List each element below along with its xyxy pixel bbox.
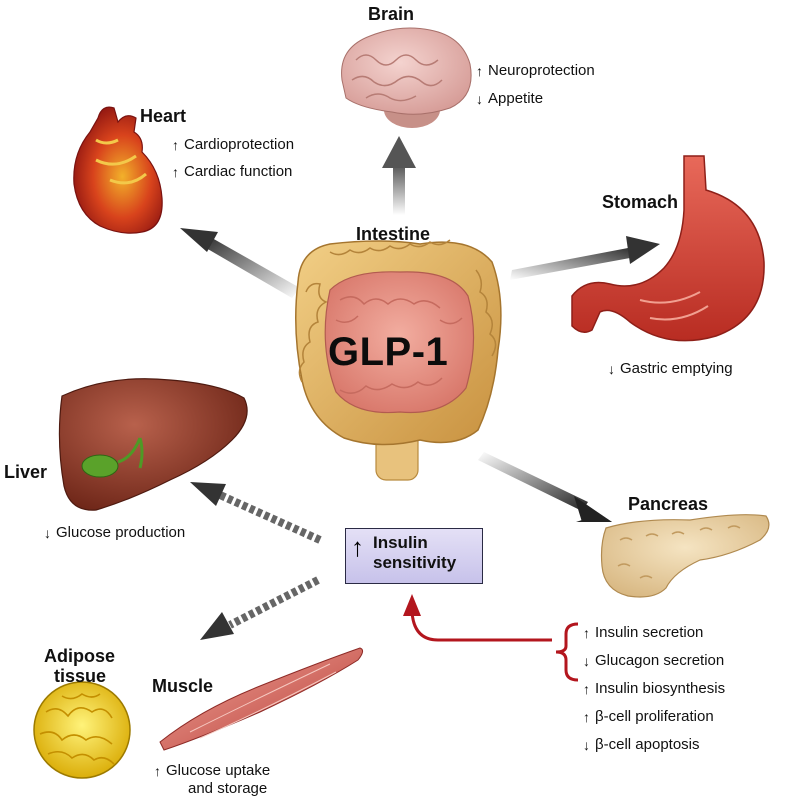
liver-illustration xyxy=(58,378,248,511)
muscle-effect-line2: and storage xyxy=(188,780,268,797)
pancreas-effect-text: β-cell apoptosis xyxy=(595,736,700,753)
muscle-effect-line1: ↑ Glucose uptake xyxy=(154,762,270,779)
stomach-effect-text: Gastric emptying xyxy=(620,360,733,377)
adipose-illustration xyxy=(33,681,131,779)
arrow-to-liver xyxy=(190,482,322,544)
insulin-sensitivity-line1: Insulin xyxy=(373,533,428,552)
intestine-title: Intestine xyxy=(356,224,431,244)
adipose-title-line1: Adipose xyxy=(44,646,116,666)
stomach-title: Stomach xyxy=(602,192,679,212)
brain-effect-text: Neuroprotection xyxy=(488,62,595,79)
heart-title: Heart xyxy=(140,106,187,126)
up-arrow-icon: ↑ xyxy=(172,163,179,180)
pancreas-effect-1: ↑ Insulin secretion xyxy=(583,624,703,641)
arrow-to-heart xyxy=(180,228,300,298)
up-arrow-icon: ↑ xyxy=(476,62,483,79)
pancreas-effect-3: ↑ Insulin biosynthesis xyxy=(583,680,725,697)
down-arrow-icon: ↓ xyxy=(608,360,615,377)
brain-effect-2: ↓ Appetite xyxy=(476,90,543,107)
adipose-title-line2: tissue xyxy=(54,666,107,686)
brain-title: Brain xyxy=(368,4,415,24)
pancreas-effect-text: β-cell proliferation xyxy=(595,708,714,725)
heart-effect-2: ↑ Cardiac function xyxy=(172,163,292,180)
pancreas-title: Pancreas xyxy=(628,494,709,514)
insulin-sensitivity-line2: sensitivity xyxy=(373,553,457,572)
arrow-to-muscle xyxy=(200,576,320,640)
stomach-effect-1: ↓ Gastric emptying xyxy=(608,360,733,377)
arrow-to-brain xyxy=(382,136,416,215)
liver-effect-text: Glucose production xyxy=(56,524,186,541)
muscle-effect-text: Glucose uptake xyxy=(166,762,271,779)
heart-effect-1: ↑ Cardioprotection xyxy=(172,136,294,153)
arrow-to-stomach xyxy=(510,236,660,280)
heart-illustration xyxy=(73,106,163,234)
down-arrow-icon: ↓ xyxy=(44,524,51,541)
brain-effect-1: ↑ Neuroprotection xyxy=(476,62,595,79)
pancreas-effect-4: ↑ β-cell proliferation xyxy=(583,708,714,725)
muscle-title: Muscle xyxy=(152,676,214,696)
pancreas-effect-text: Insulin secretion xyxy=(595,624,704,641)
brain-illustration xyxy=(341,27,472,128)
liver-effect-1: ↓ Glucose production xyxy=(44,524,185,541)
muscle-illustration xyxy=(159,647,364,751)
insulin-sensitivity-box xyxy=(345,528,483,584)
heart-effect-text: Cardioprotection xyxy=(184,136,295,153)
intestine-illustration xyxy=(295,239,502,481)
up-arrow-icon: ↑ xyxy=(583,680,590,697)
up-arrow-icon: ↑ xyxy=(154,762,161,779)
glp1-label: GLP-1 xyxy=(328,330,449,374)
pancreas-effect-5: ↓ β-cell apoptosis xyxy=(583,736,700,753)
heart-effect-text: Cardiac function xyxy=(184,163,293,180)
up-arrow-icon: ↑ xyxy=(172,136,179,153)
down-arrow-icon: ↓ xyxy=(476,90,483,107)
pancreas-effect-text: Insulin biosynthesis xyxy=(595,680,726,697)
down-arrow-icon: ↓ xyxy=(583,736,590,753)
pancreas-effect-text: Glucagon secretion xyxy=(595,652,725,669)
down-arrow-icon: ↓ xyxy=(583,652,590,669)
up-arrow-icon: ↑ xyxy=(583,624,590,641)
up-arrow-icon: ↑ xyxy=(351,532,364,562)
stomach-illustration xyxy=(571,155,765,342)
pancreas-illustration xyxy=(600,514,770,598)
arrow-to-pancreas xyxy=(478,452,612,522)
pancreas-effect-2: ↓ Glucagon secretion xyxy=(583,652,724,669)
up-arrow-icon: ↑ xyxy=(583,708,590,725)
inhibition-bracket xyxy=(403,594,579,682)
liver-title: Liver xyxy=(4,462,48,482)
brain-effect-text: Appetite xyxy=(488,90,544,107)
